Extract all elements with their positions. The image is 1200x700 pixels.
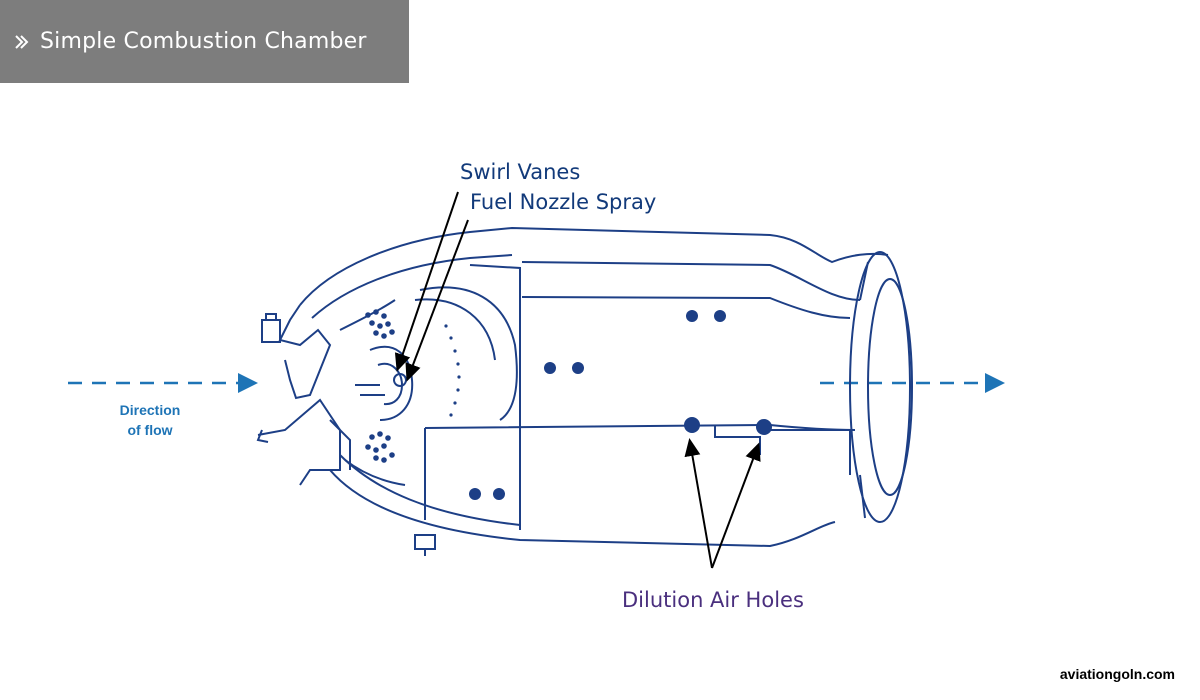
swirl-vanes-label: Swirl Vanes — [460, 160, 580, 184]
dome-cooling-holes — [444, 324, 460, 416]
direction-label-line1: Direction — [100, 400, 200, 420]
chamber-outline — [258, 228, 912, 556]
fuel-nozzle-spray-label: Fuel Nozzle Spray — [470, 190, 656, 214]
dilution-pointer-left — [690, 442, 712, 568]
dilution-pointer-right — [712, 446, 758, 568]
swirl-vanes-pointer — [398, 192, 458, 368]
direction-of-flow-label: Direction of flow — [100, 400, 200, 440]
direction-label-line2: of flow — [100, 420, 200, 440]
dilution-holes — [469, 310, 772, 500]
source-credit: aviationgoln.com — [1060, 666, 1175, 682]
dilution-air-holes-label: Dilution Air Holes — [622, 588, 804, 612]
